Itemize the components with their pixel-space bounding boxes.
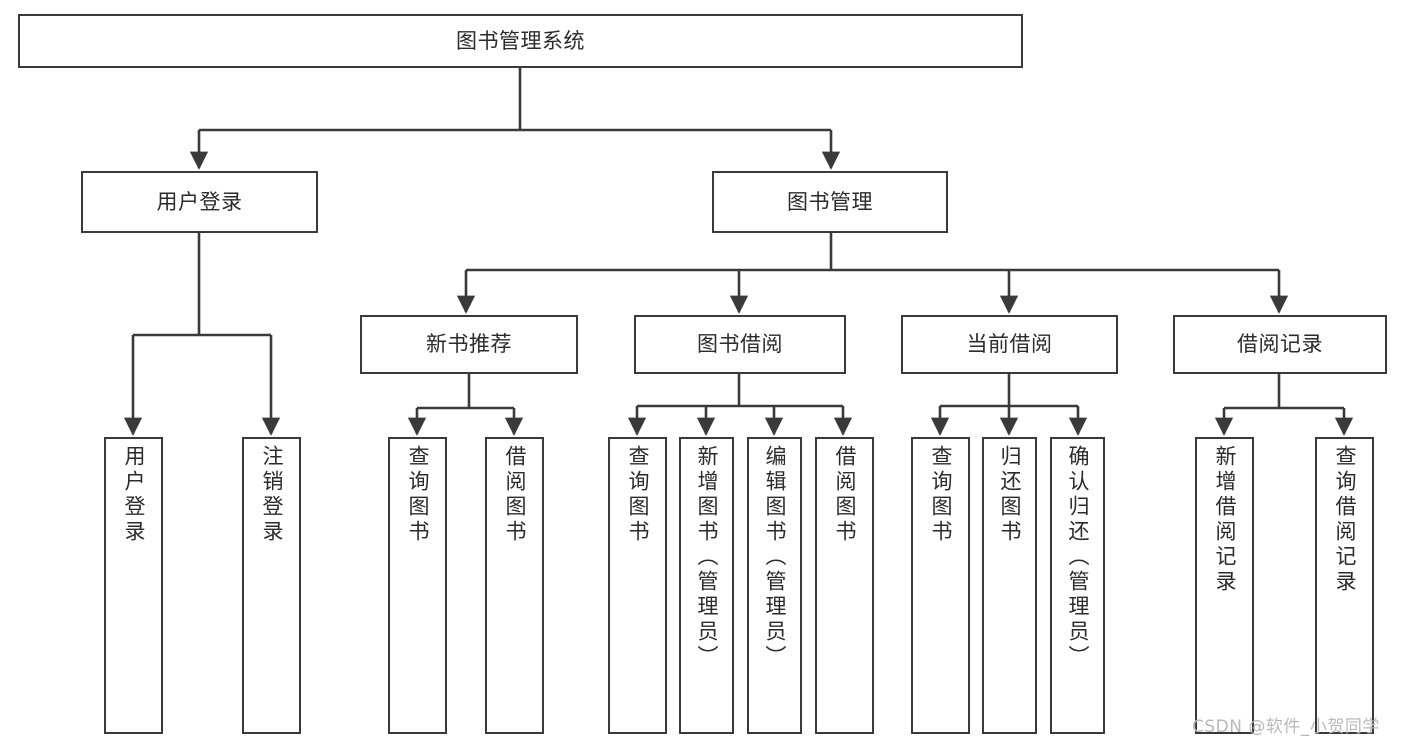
node-label: 查询图书 (929, 445, 953, 545)
node-book-management[interactable]: 图书管理 (712, 171, 948, 233)
node-label: 查询图书 (626, 445, 650, 545)
csdn-watermark: CSDN @软件_小贺同学 (1192, 717, 1380, 737)
node-label: 用户登录 (122, 445, 146, 545)
leaf-user-login[interactable]: 用户登录 (104, 437, 163, 734)
leaf-borrow-books-recommend[interactable]: 借阅图书 (485, 437, 544, 734)
node-label: 新增借阅记录 (1213, 445, 1237, 595)
leaf-return-books[interactable]: 归还图书 (982, 437, 1037, 734)
node-label: 确认归还（管理员） (1066, 445, 1090, 670)
leaf-borrow-books[interactable]: 借阅图书 (815, 437, 874, 734)
node-label: 归还图书 (998, 445, 1022, 545)
node-current-borrowing[interactable]: 当前借阅 (901, 315, 1118, 374)
leaf-add-book-admin[interactable]: 新增图书（管理员） (679, 437, 734, 734)
node-label: 编辑图书（管理员） (763, 445, 787, 670)
leaf-edit-book-admin[interactable]: 编辑图书（管理员） (747, 437, 802, 734)
node-label: 查询借阅记录 (1333, 445, 1357, 595)
node-label: 图书管理 (787, 189, 873, 214)
node-label: 借阅图书 (503, 445, 527, 545)
node-label: 新书推荐 (426, 332, 512, 357)
leaf-query-books-current[interactable]: 查询图书 (911, 437, 970, 734)
node-label: 借阅记录 (1237, 332, 1323, 357)
leaf-logout[interactable]: 注销登录 (242, 437, 301, 734)
leaf-query-books-recommend[interactable]: 查询图书 (388, 437, 447, 734)
node-label: 当前借阅 (966, 332, 1053, 357)
leaf-query-borrow-record[interactable]: 查询借阅记录 (1315, 437, 1374, 734)
node-label: 查询图书 (406, 445, 430, 545)
leaf-confirm-return-admin[interactable]: 确认归还（管理员） (1050, 437, 1105, 734)
leaf-query-books-borrow[interactable]: 查询图书 (608, 437, 667, 734)
node-label: 图书管理系统 (456, 28, 585, 53)
node-new-book-recommendation[interactable]: 新书推荐 (360, 315, 578, 374)
node-label: 注销登录 (260, 445, 284, 545)
node-user-login[interactable]: 用户登录 (81, 171, 318, 233)
leaf-add-borrow-record[interactable]: 新增借阅记录 (1195, 437, 1254, 734)
node-borrowing-records[interactable]: 借阅记录 (1173, 315, 1387, 374)
node-label: 新增图书（管理员） (695, 445, 719, 670)
node-root-book-management-system[interactable]: 图书管理系统 (18, 14, 1023, 68)
node-book-borrowing[interactable]: 图书借阅 (634, 315, 846, 374)
node-label: 借阅图书 (833, 445, 857, 545)
node-label: 用户登录 (156, 189, 243, 214)
node-label: 图书借阅 (697, 332, 783, 357)
